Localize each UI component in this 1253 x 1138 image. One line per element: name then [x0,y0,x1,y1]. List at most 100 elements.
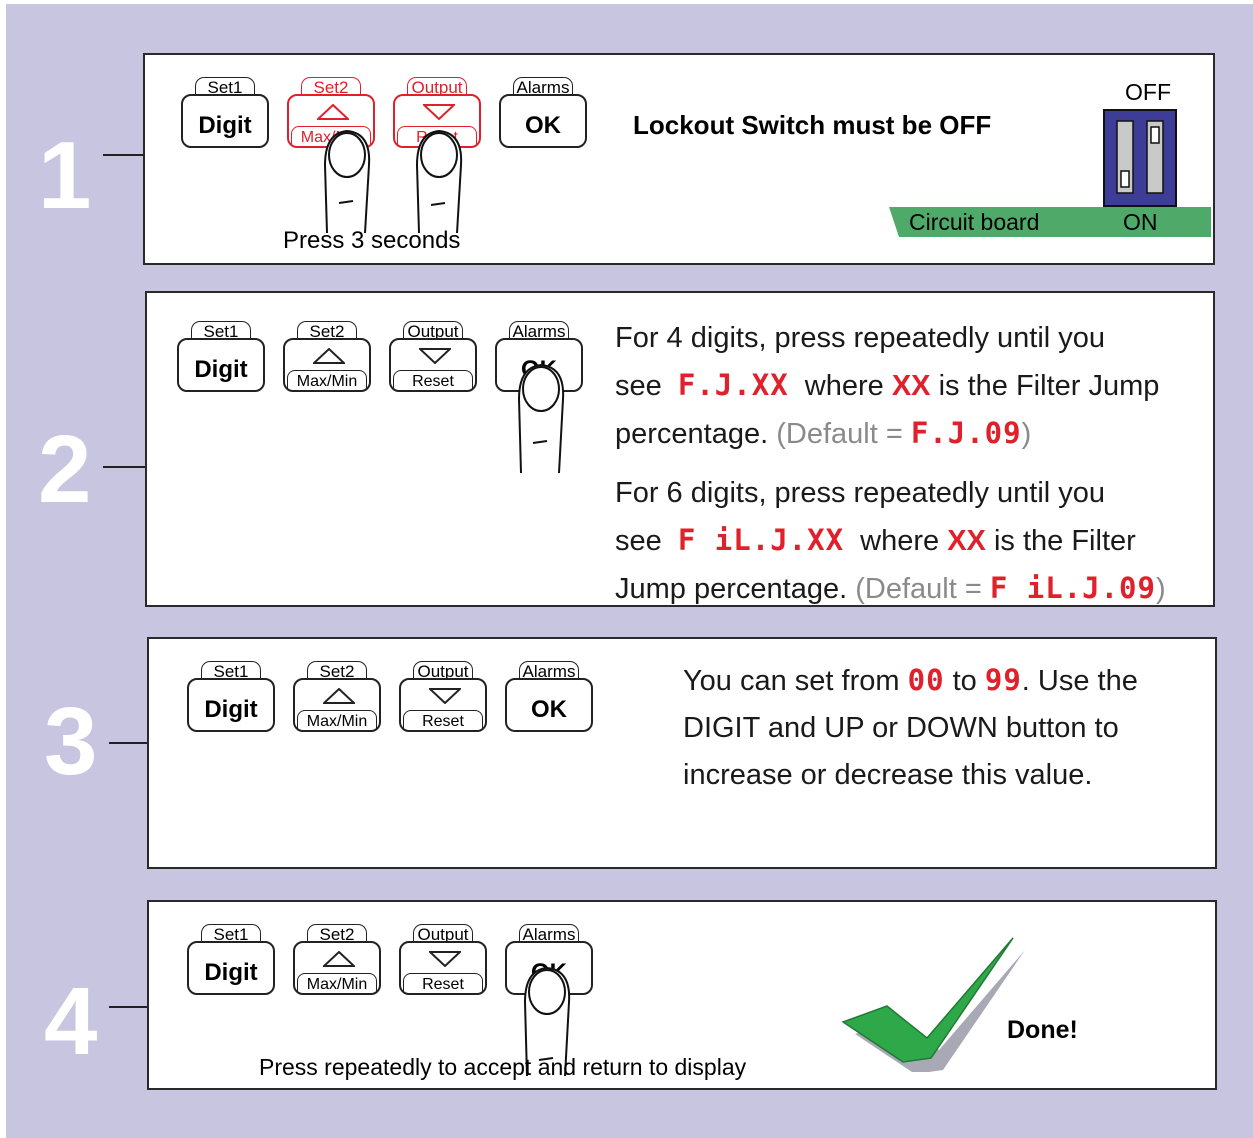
step-4-panel: Set1 Digit Set2 Max/Min Output Reset Ala… [147,900,1217,1090]
done-label: Done! [1007,1016,1078,1044]
instruction-diagram: 1 Set1 Digit Set2 Max/Min Output Reset A… [6,4,1253,1138]
button-cap-label: Output [413,924,473,944]
output-down-button[interactable]: Output Reset [399,924,489,996]
finger-press-icon [523,966,571,1077]
text-where: where [860,525,940,557]
button-cap-label: Alarms [509,321,569,341]
step-3-panel: Set1 Digit Set2 Max/Min Output Reset Ala… [147,637,1217,869]
button-cap-label: Set2 [307,924,367,944]
circuit-board-label: Circuit board [909,209,1040,235]
up-arrow-icon [323,688,355,704]
step-number: 3 [44,688,98,795]
instruction-line: increase or decrease this value. [683,759,1093,791]
instruction-text: You can set from 00 to 99. Use the DIGIT… [683,657,1203,799]
button-cap-label: Set1 [201,661,261,681]
default-close: ) [1021,418,1032,450]
step-connector [109,742,151,744]
display-code: 99 [984,663,1022,697]
button-sub-label: Reset [403,973,483,993]
text-set-from: You can set from [683,665,900,697]
lockout-text: Lockout Switch must be OFF [633,110,992,140]
down-arrow-icon [419,348,451,364]
button-cap-label: Alarms [513,77,573,97]
press-caption: Press 3 seconds [283,227,461,254]
display-code: F iL.J.09 [989,571,1156,605]
down-arrow-icon [429,688,461,704]
switch-off-label: OFF [1125,79,1171,105]
button-cap-label: Set1 [195,77,255,97]
down-arrow-icon [423,104,455,120]
down-arrow-icon [429,951,461,967]
button-cap-label: Set2 [307,661,367,681]
set2-up-button[interactable]: Set2 Max/Min [293,924,383,996]
button-sub-label: Reset [393,370,473,390]
checkmark-icon [841,937,1025,1072]
button-cap-label: Set2 [297,321,357,341]
button-main-label: Digit [198,112,252,139]
button-sub-label: Max/Min [287,370,367,390]
instruction-line: For 4 digits, press repeatedly until you [615,322,1106,354]
up-arrow-icon [313,348,345,364]
step-1-panel: Set1 Digit Set2 Max/Min Output Reset Ala… [143,53,1215,265]
instruction-line: percentage. (Default = F.J.09) [615,410,1205,458]
text-to: to [952,665,977,697]
finger-press-icon [415,129,463,234]
instruction-line: Jump percentage. (Default = F iL.J.09) [615,565,1205,613]
set2-up-button[interactable]: Set2 Max/Min [293,661,383,733]
switch-on-label: ON [1123,209,1158,235]
button-main-label: Digit [204,696,258,723]
output-down-button[interactable]: Output Reset [399,661,489,733]
circuit-board-icon [889,207,1211,237]
instruction-line: DIGIT and UP or DOWN button to [683,712,1119,744]
button-sub-label: Max/Min [297,973,377,993]
button-cap-label: Alarms [519,924,579,944]
set1-digit-button[interactable]: Set1 Digit [181,77,271,149]
alarms-ok-button[interactable]: Alarms OK [499,77,589,149]
button-cap-label: Output [413,661,473,681]
button-cap-label: Set1 [201,924,261,944]
step-connector [103,466,148,468]
step-number: 2 [38,416,92,523]
text-rest: is the Filter Jump [938,370,1160,402]
button-cap-label: Output [407,77,467,97]
display-code: 00 [907,663,945,697]
text-see: see [615,525,662,557]
finger-press-icon [323,129,371,234]
step-connector [103,154,148,156]
button-cap-label: Output [403,321,463,341]
dip-switch-icon [1103,109,1177,207]
text-percentage: percentage. [615,418,769,450]
button-main-label: Digit [204,959,258,986]
instruction-line: see F iL.J.XX where XX is the Filter [615,517,1205,565]
set1-digit-button[interactable]: Set1 Digit [187,924,277,996]
step-2-panel: Set1 Digit Set2 Max/Min Output Reset Ala… [145,291,1215,607]
button-cap-label: Set2 [301,77,361,97]
output-down-button[interactable]: Output Reset [389,321,479,393]
text-percentage: Jump percentage. [615,573,848,605]
display-code: F.J.09 [910,416,1022,450]
set1-digit-button[interactable]: Set1 Digit [187,661,277,733]
alarms-ok-button[interactable]: Alarms OK [505,661,595,733]
finger-press-icon [517,363,565,474]
xx-highlight: XX [891,370,931,402]
default-close: ) [1155,573,1166,605]
step-connector [109,1006,151,1008]
button-main-label: OK [531,696,567,723]
default-label: (Default = [855,573,982,605]
button-cap-label: Alarms [519,661,579,681]
text-rest: is the Filter [993,525,1136,557]
instruction-line: see F.J.XX where XX is the Filter Jump [615,362,1205,410]
press-caption: Press repeatedly to accept and return to… [259,1054,747,1080]
default-label: (Default = [776,418,903,450]
display-code: F iL.J.XX [677,523,845,557]
button-sub-label: Max/Min [297,710,377,730]
text-where: where [804,370,884,402]
step-number: 4 [44,968,98,1075]
display-code: F.J.XX [677,368,789,402]
instruction-text: For 4 digits, press repeatedly until you… [615,315,1205,613]
set1-digit-button[interactable]: Set1 Digit [177,321,267,393]
set2-up-button[interactable]: Set2 Max/Min [283,321,373,393]
instruction-line: You can set from 00 to 99. Use the [683,657,1203,705]
button-cap-label: Set1 [191,321,251,341]
button-main-label: OK [525,112,561,139]
